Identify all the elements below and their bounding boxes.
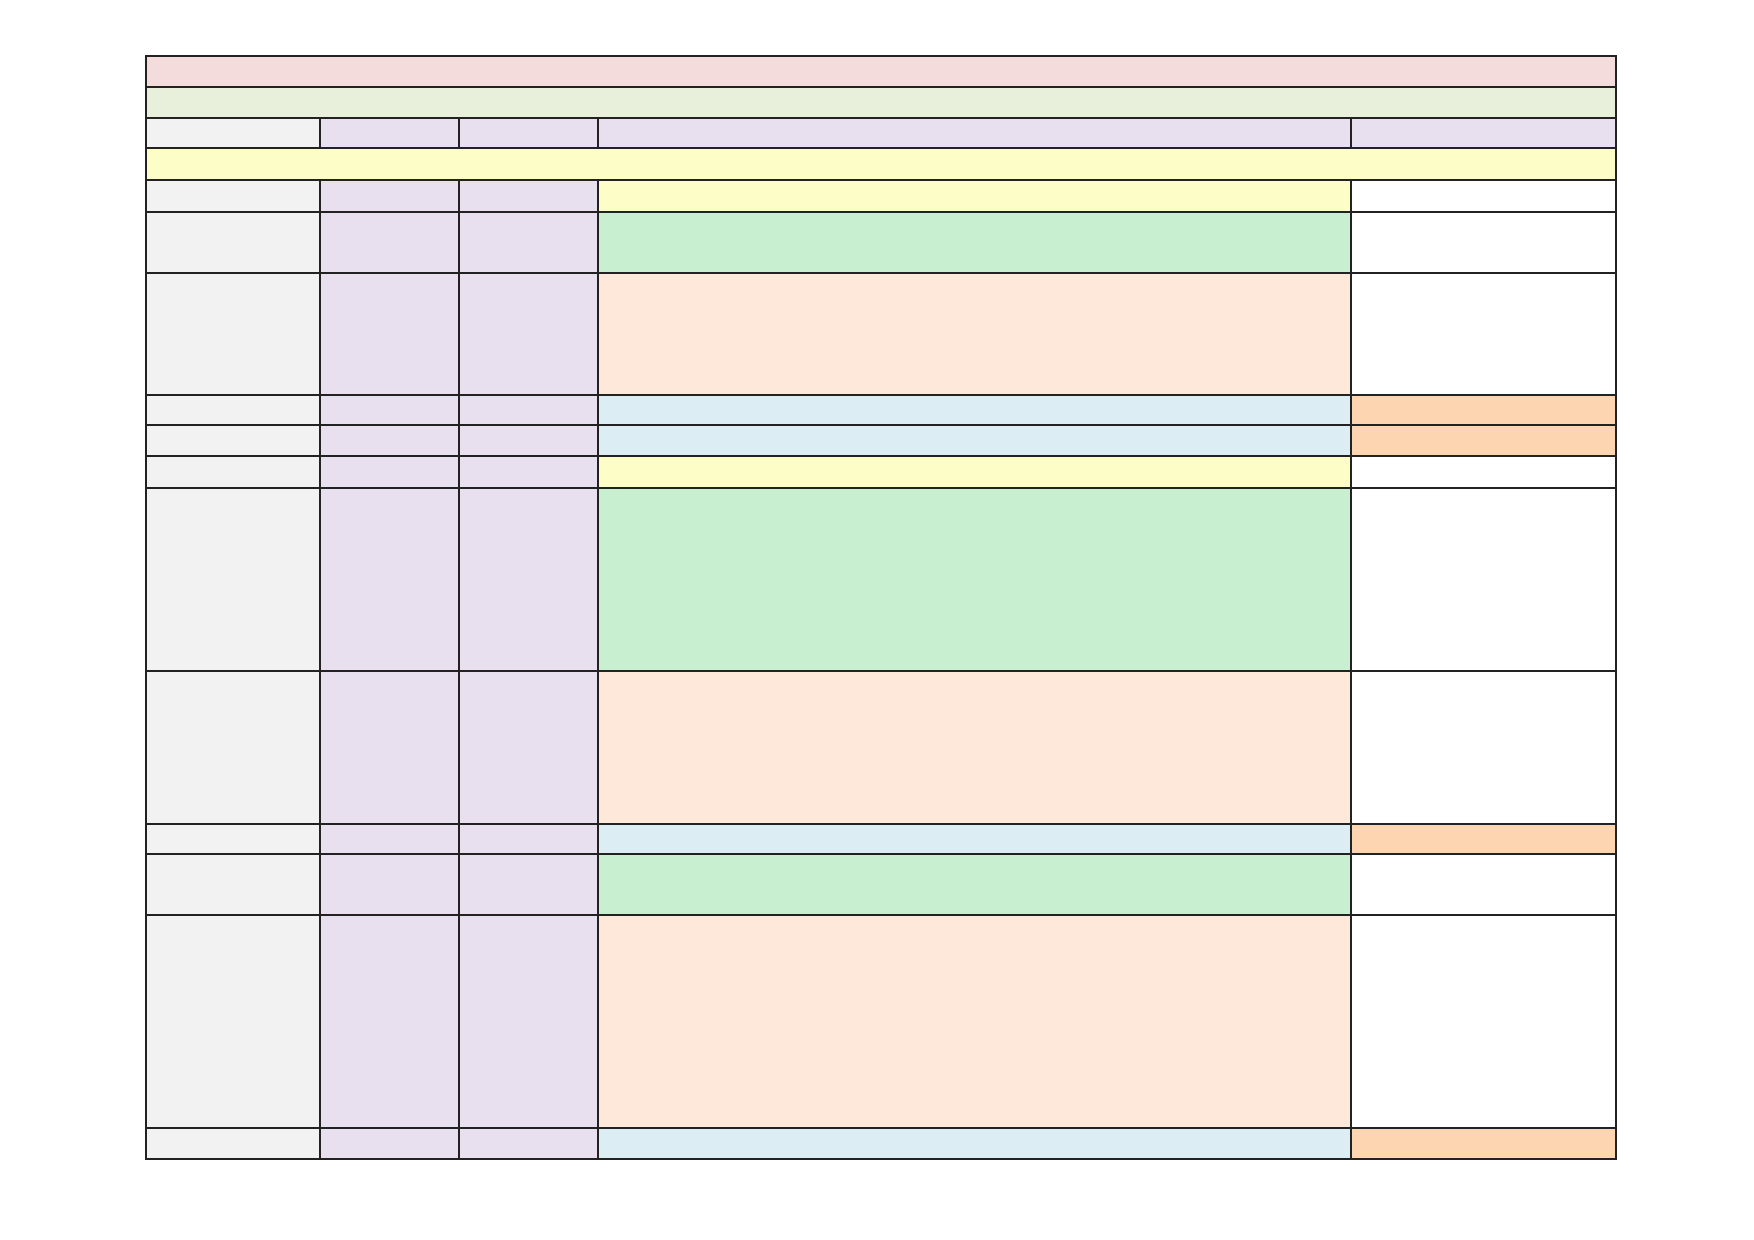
row-content-cell [597,272,1352,396]
row-label-cell [145,424,321,457]
row-label-cell [145,487,321,672]
row-label-cell [145,914,321,1129]
row-note-cell [1349,179,1618,213]
subtitle-row [144,86,1618,119]
table-row [145,394,1618,426]
row-content-cell [597,914,1352,1129]
row-meta-cell [319,487,460,672]
row-meta-cell [319,179,460,213]
row-label-cell [145,823,321,855]
row-meta-cell [319,823,460,855]
row-meta-cell [319,670,460,825]
row-label-cell [145,853,321,916]
table-row [145,455,1618,489]
row-meta-cell [458,394,599,426]
row-content-cell [597,455,1352,489]
header-cell-content [597,117,1352,149]
row-label-cell [145,211,321,274]
table-row [145,179,1618,213]
row-meta-cell [458,179,599,213]
row-note-cell [1349,211,1618,274]
header-cell-note [1349,117,1618,149]
row-meta-cell [319,455,460,489]
row-note-cell [1349,455,1618,489]
table-row [145,1127,1618,1160]
table-row [145,670,1618,825]
row-meta-cell [319,394,460,426]
table-row [145,272,1618,396]
row-content-cell [597,394,1352,426]
row-note-cell [1349,914,1618,1129]
row-meta-cell [458,455,599,489]
row-content-cell [597,1127,1352,1160]
row-label-cell [145,1127,321,1160]
header-row [145,117,1618,149]
row-meta-cell [458,424,599,457]
title-row [144,55,1618,88]
row-label-cell [145,670,321,825]
row-content-cell [597,487,1352,672]
row-note-cell [1349,1127,1618,1160]
table-row [145,853,1618,916]
header-cell-3 [458,117,599,149]
row-meta-cell [319,1127,460,1160]
row-content-cell [597,670,1352,825]
row-label-cell [145,455,321,489]
row-label-cell [145,272,321,396]
row-content-cell [597,853,1352,916]
row-meta-cell [458,914,599,1129]
row-meta-cell [458,670,599,825]
table-subtitle [144,86,1618,119]
row-label-cell [145,179,321,213]
row-note-cell [1349,394,1618,426]
row-note-cell [1349,272,1618,396]
table-row [145,424,1618,457]
row-label-cell [145,394,321,426]
row-content-cell [597,179,1352,213]
table-row [145,211,1618,274]
row-content-cell [597,424,1352,457]
row-meta-cell [319,272,460,396]
row-note-cell [1349,853,1618,916]
row-note-cell [1349,670,1618,825]
row-meta-cell [319,424,460,457]
row-content-cell [597,823,1352,855]
color-coded-table [144,55,1618,1160]
header-cell-2 [319,117,460,149]
row-meta-cell [319,914,460,1129]
row-content-cell [597,211,1352,274]
table-row [145,823,1618,855]
row-note-cell [1349,823,1618,855]
row-meta-cell [319,853,460,916]
section-row [144,147,1618,181]
row-meta-cell [458,1127,599,1160]
row-meta-cell [458,853,599,916]
table-title [144,55,1618,88]
section-heading [144,147,1618,181]
header-cell-label [145,117,321,149]
row-meta-cell [458,272,599,396]
row-meta-cell [319,211,460,274]
table-row [145,914,1618,1129]
table-row [145,487,1618,672]
table-body [144,55,1618,1160]
row-note-cell [1349,424,1618,457]
row-meta-cell [458,487,599,672]
row-meta-cell [458,211,599,274]
row-meta-cell [458,823,599,855]
row-note-cell [1349,487,1618,672]
